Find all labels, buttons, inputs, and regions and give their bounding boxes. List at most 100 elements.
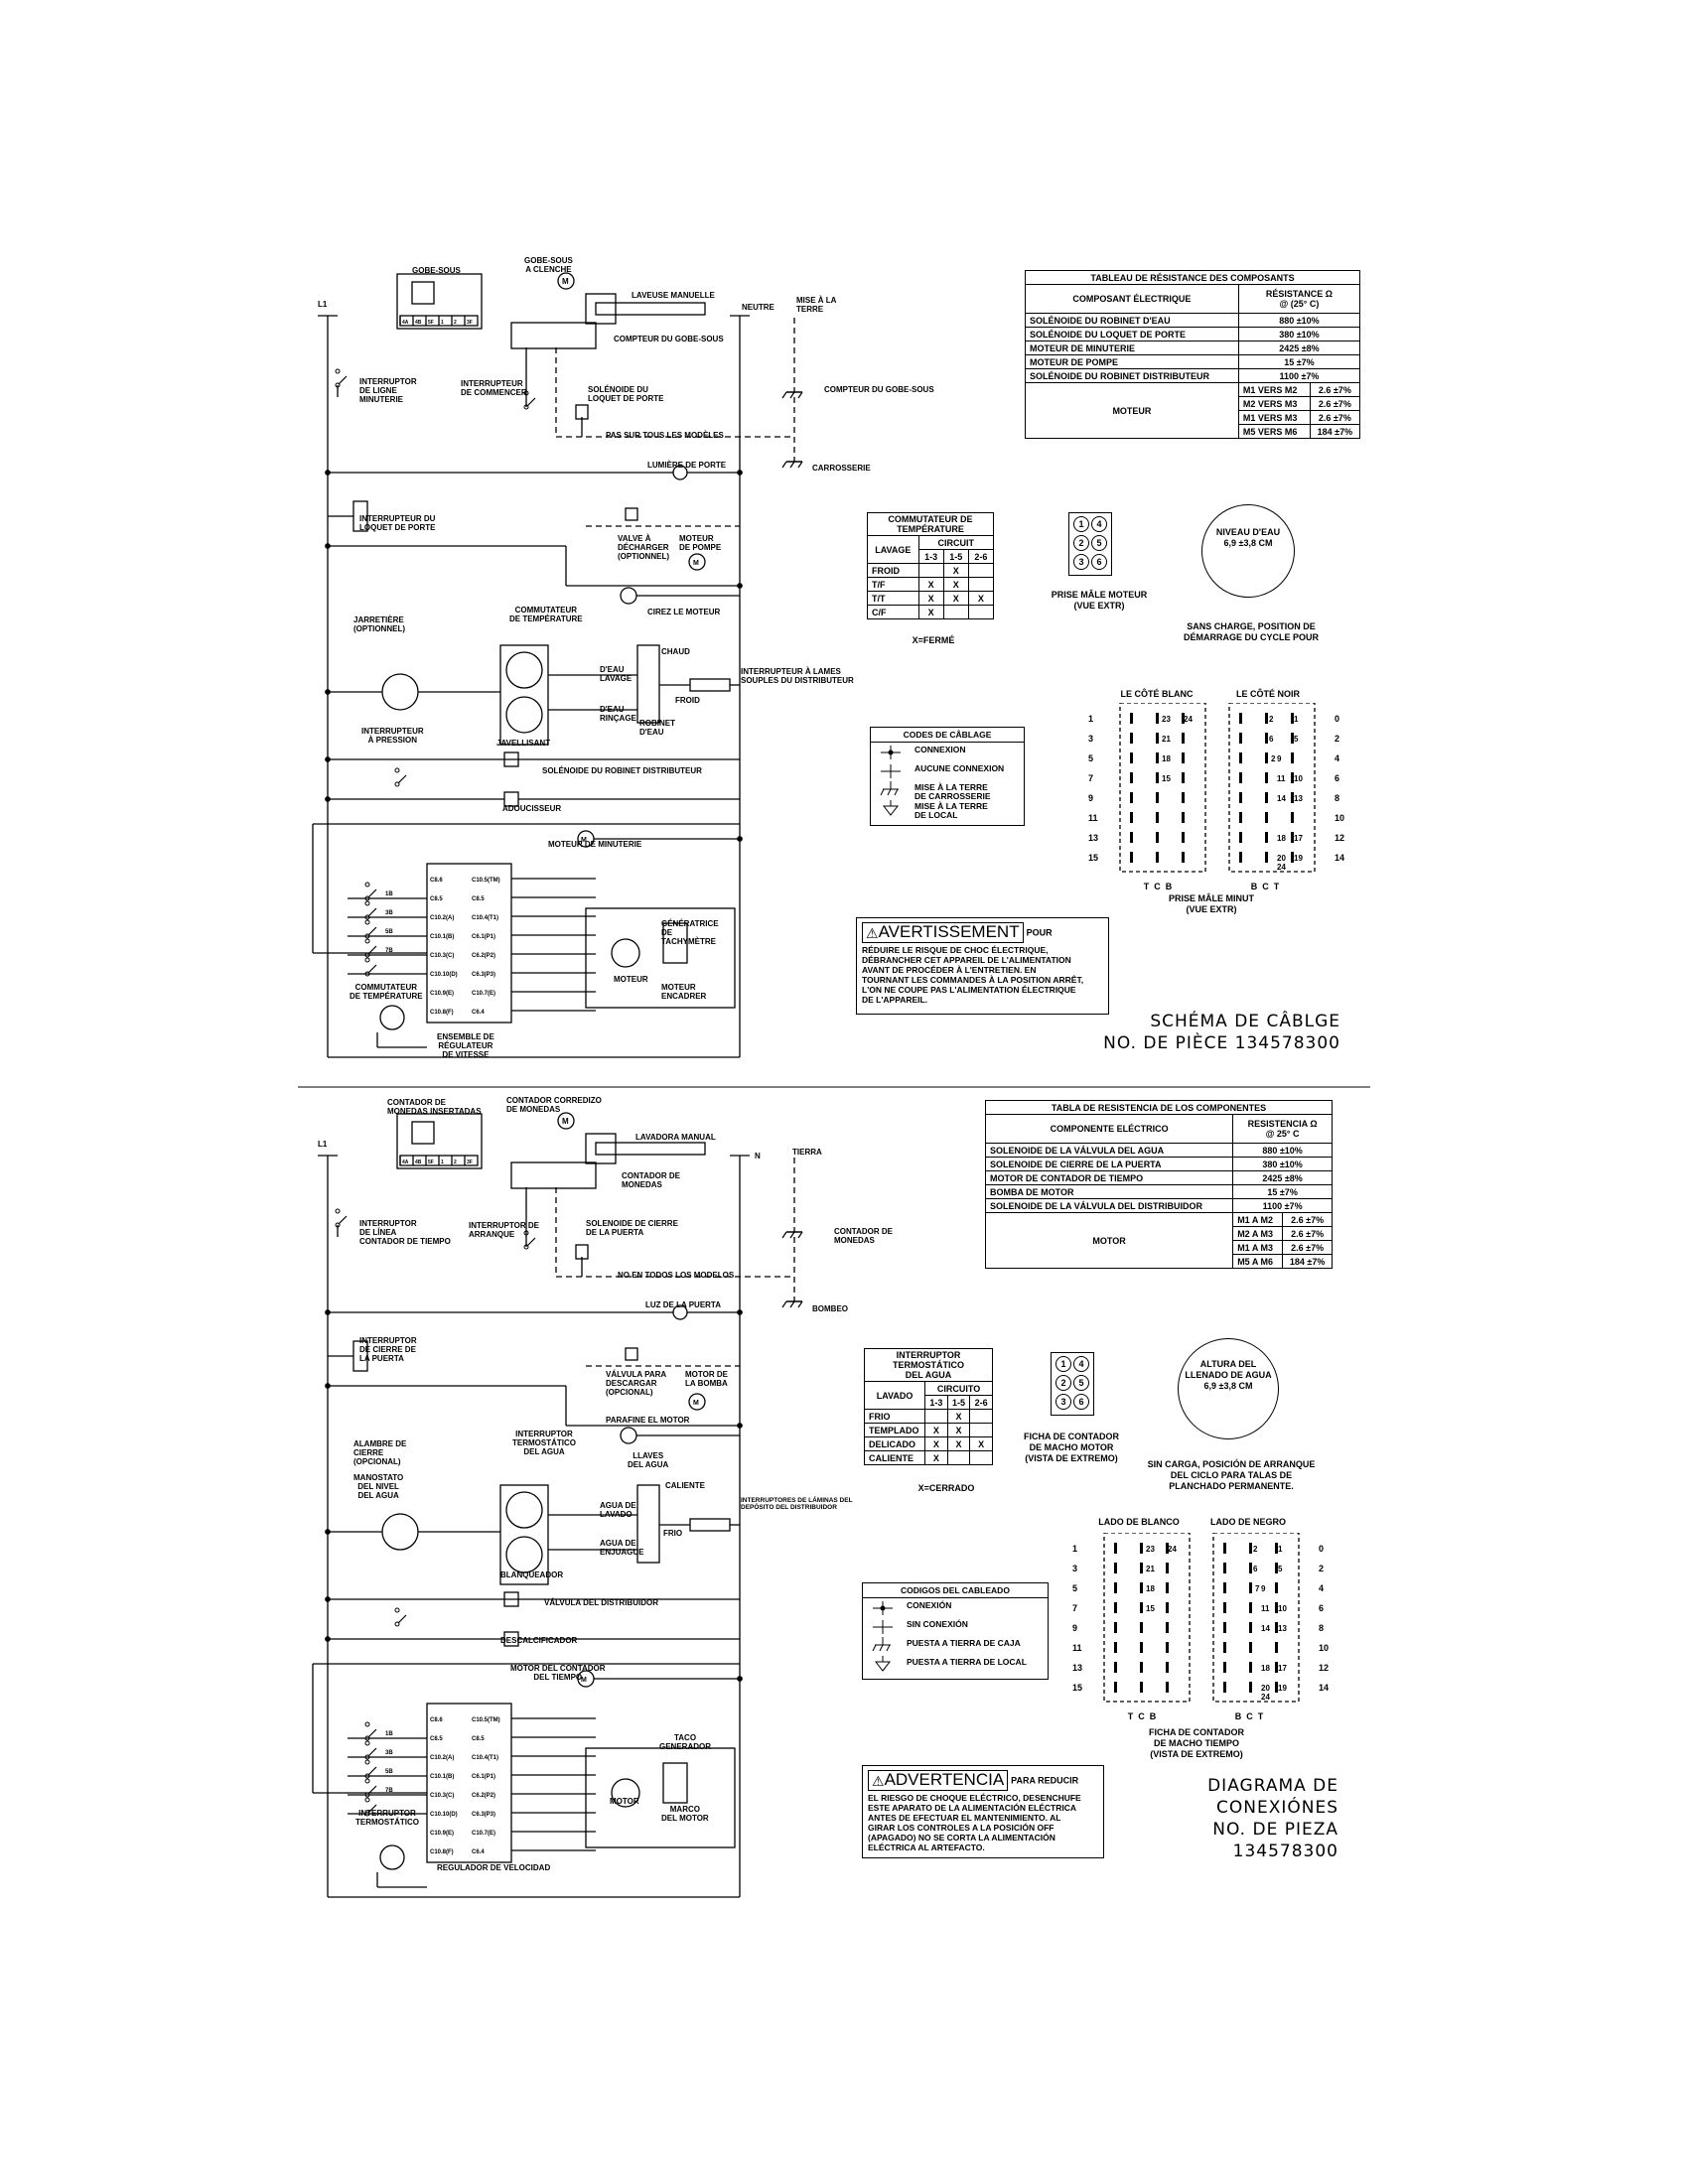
fr-code-text: MISE À LA TERRE DE CARROSSERIE — [914, 782, 991, 801]
timer-pin — [1130, 852, 1133, 863]
timer-pin-number: 12 — [1319, 1663, 1329, 1673]
terminal-label: 3B — [385, 910, 393, 916]
es-parafine-motor-label: PARAFINE EL MOTOR — [606, 1416, 690, 1425]
switch-icon — [364, 1778, 377, 1798]
es-sw-cell: X — [924, 1450, 948, 1465]
terminal-label: 7B — [385, 948, 393, 954]
terminal-label: 1B — [385, 1731, 393, 1737]
es-interruptor-termo-2-label: INTERRUPTOR TERMOSTÁTICO — [355, 1809, 419, 1827]
timer-pin — [1223, 1602, 1226, 1613]
no-connection-icon — [873, 1620, 893, 1634]
timer-inner-number: 6 — [1269, 735, 1274, 744]
black-side-housing — [1228, 702, 1316, 873]
es-sw-name: FRIO — [863, 1409, 926, 1424]
es-warning-head: ADVERTENCIA — [884, 1770, 1005, 1789]
terminal-label: C10.8(F) — [430, 1849, 454, 1855]
fr-res-motor-value: 2.6 ±7% — [1309, 410, 1361, 425]
fr-motor-plug: 1 4 2 5 3 6 — [1068, 512, 1112, 576]
timer-inner-number: 5 — [1278, 1565, 1283, 1573]
fr-sw-cell — [917, 563, 944, 578]
timer-pin — [1166, 1682, 1169, 1693]
fr-plug-pin: 1 — [1073, 516, 1089, 532]
fr-warning-head: AVERTISSEMENT — [878, 922, 1020, 941]
timer-pin — [1291, 733, 1294, 744]
timer-pin-number: 1 — [1088, 714, 1093, 724]
timer-pin-number: 0 — [1335, 714, 1339, 724]
timer-pin — [1239, 713, 1242, 724]
terminal-label: 1 — [441, 320, 444, 326]
es-interruptor-termostatico-label: INTERRUPTOR TERMOSTÁTICO DEL AGUA — [512, 1430, 576, 1456]
tachometer-generator — [662, 922, 688, 964]
fr-drawing-title: SCHÉMA DE CÂBLGE NO. DE PIÈCE 134578300 — [1103, 1012, 1340, 1053]
fr-res-row-value: 2425 ±8% — [1237, 341, 1361, 355]
fr-res-motor-name: M1 VERS M2 — [1237, 382, 1311, 397]
fr-lumiere-porte-label: LUMIÈRE DE PORTE — [647, 461, 727, 470]
switch-cam — [505, 651, 543, 689]
fr-generatrice-label: GÉNÉRATRICE DE TACHYMÈTRE — [661, 919, 719, 946]
timer-pin — [1265, 792, 1268, 803]
es-contador-label: CONTADOR DE MONEDAS — [622, 1171, 680, 1189]
timer-pin — [1291, 812, 1294, 823]
es-sw-cell — [969, 1423, 993, 1437]
es-timer-right-foot: B C T — [1234, 1711, 1264, 1721]
fr-sw-cell: X — [942, 563, 969, 578]
es-valvula-descargar-label: VÁLVULA PARA DESCARGAR (OPCIONAL) — [606, 1370, 667, 1397]
door-lock-solenoid — [575, 1244, 589, 1260]
es-res-motor-name: M2 A M3 — [1232, 1226, 1284, 1241]
fr-sw-cell — [967, 577, 995, 592]
tachometer-generator — [662, 1762, 688, 1804]
terminal-label: 1B — [385, 891, 393, 897]
fr-moteur-pompe-label: MOTEUR DE POMPE — [679, 534, 722, 552]
drain-valve-solenoid — [625, 507, 638, 521]
timer-inner-number: 10 — [1294, 774, 1303, 783]
fr-sw-cell: X — [917, 591, 944, 606]
fr-interrupteur-commencer-label: INTERRUPTEUR DE COMMENCER — [461, 379, 527, 397]
fr-compteur-label-2: COMPTEUR DU GOBE-SOUS — [824, 385, 934, 394]
timer-pin-number: 3 — [1072, 1564, 1077, 1573]
terminal-label: M — [581, 837, 587, 844]
fr-resistance-table: TABLEAU DE RÉSISTANCE DES COMPOSANTS COM… — [1025, 270, 1361, 439]
fr-l1-label: L1 — [318, 300, 328, 309]
fr-cirez-moteur-label: CIREZ LE MOTEUR — [647, 608, 721, 616]
timer-pin — [1239, 733, 1242, 744]
es-bombeo-label: BOMBEO — [812, 1304, 848, 1313]
terminal-label: M — [562, 1117, 569, 1126]
timer-pin — [1265, 752, 1268, 763]
pressure-switch — [381, 673, 419, 711]
junction-dot — [325, 1596, 331, 1602]
fr-solenoide-robinet-dist-label: SOLÉNOIDE DU ROBINET DISTRIBUTEUR — [542, 766, 702, 775]
fr-sw-row-head: LAVAGE — [867, 535, 919, 564]
terminal-label: 5B — [385, 929, 393, 935]
es-sw-row-head: LAVADO — [863, 1381, 926, 1410]
timer-pin — [1182, 733, 1185, 744]
es-sw-name: CALIENTE — [863, 1450, 926, 1465]
terminal-label: C10.7(E) — [472, 1831, 495, 1837]
timer-pin — [1166, 1543, 1169, 1554]
timer-inner-number: 21 — [1162, 735, 1171, 744]
es-caliente-label: CALIENTE — [665, 1481, 705, 1490]
drain-valve-solenoid — [625, 1347, 638, 1361]
switch-icon — [394, 1607, 407, 1627]
timer-pin — [1239, 772, 1242, 783]
timer-pin-number: 10 — [1335, 813, 1344, 823]
fr-code-connexion: CONNEXION — [871, 743, 1024, 761]
terminal-label: 5F — [428, 1160, 434, 1165]
timer-inner-number: 9 — [1277, 754, 1282, 763]
timer-inner-number: 2 — [1269, 715, 1274, 724]
timer-pin — [1239, 792, 1242, 803]
terminal-label: C10.2(A) — [430, 915, 454, 921]
terminal-label: C6.2(P2) — [472, 953, 495, 959]
timer-pin — [1275, 1682, 1278, 1693]
ground-icon — [781, 1300, 803, 1308]
es-res-row-value: 1100 ±7% — [1232, 1198, 1333, 1213]
terminal-label: C6.4 — [472, 1849, 485, 1855]
terminal-label: 3F — [467, 1160, 473, 1165]
earth-ground-icon — [874, 1656, 892, 1672]
es-code-none: SIN CONEXIÓN — [863, 1617, 1048, 1636]
timer-pin-number: 13 — [1072, 1663, 1082, 1673]
fr-compteur-label: COMPTEUR DU GOBE-SOUS — [614, 335, 724, 343]
timer-pin — [1249, 1662, 1252, 1673]
es-motor-label: MOTOR — [610, 1797, 639, 1806]
